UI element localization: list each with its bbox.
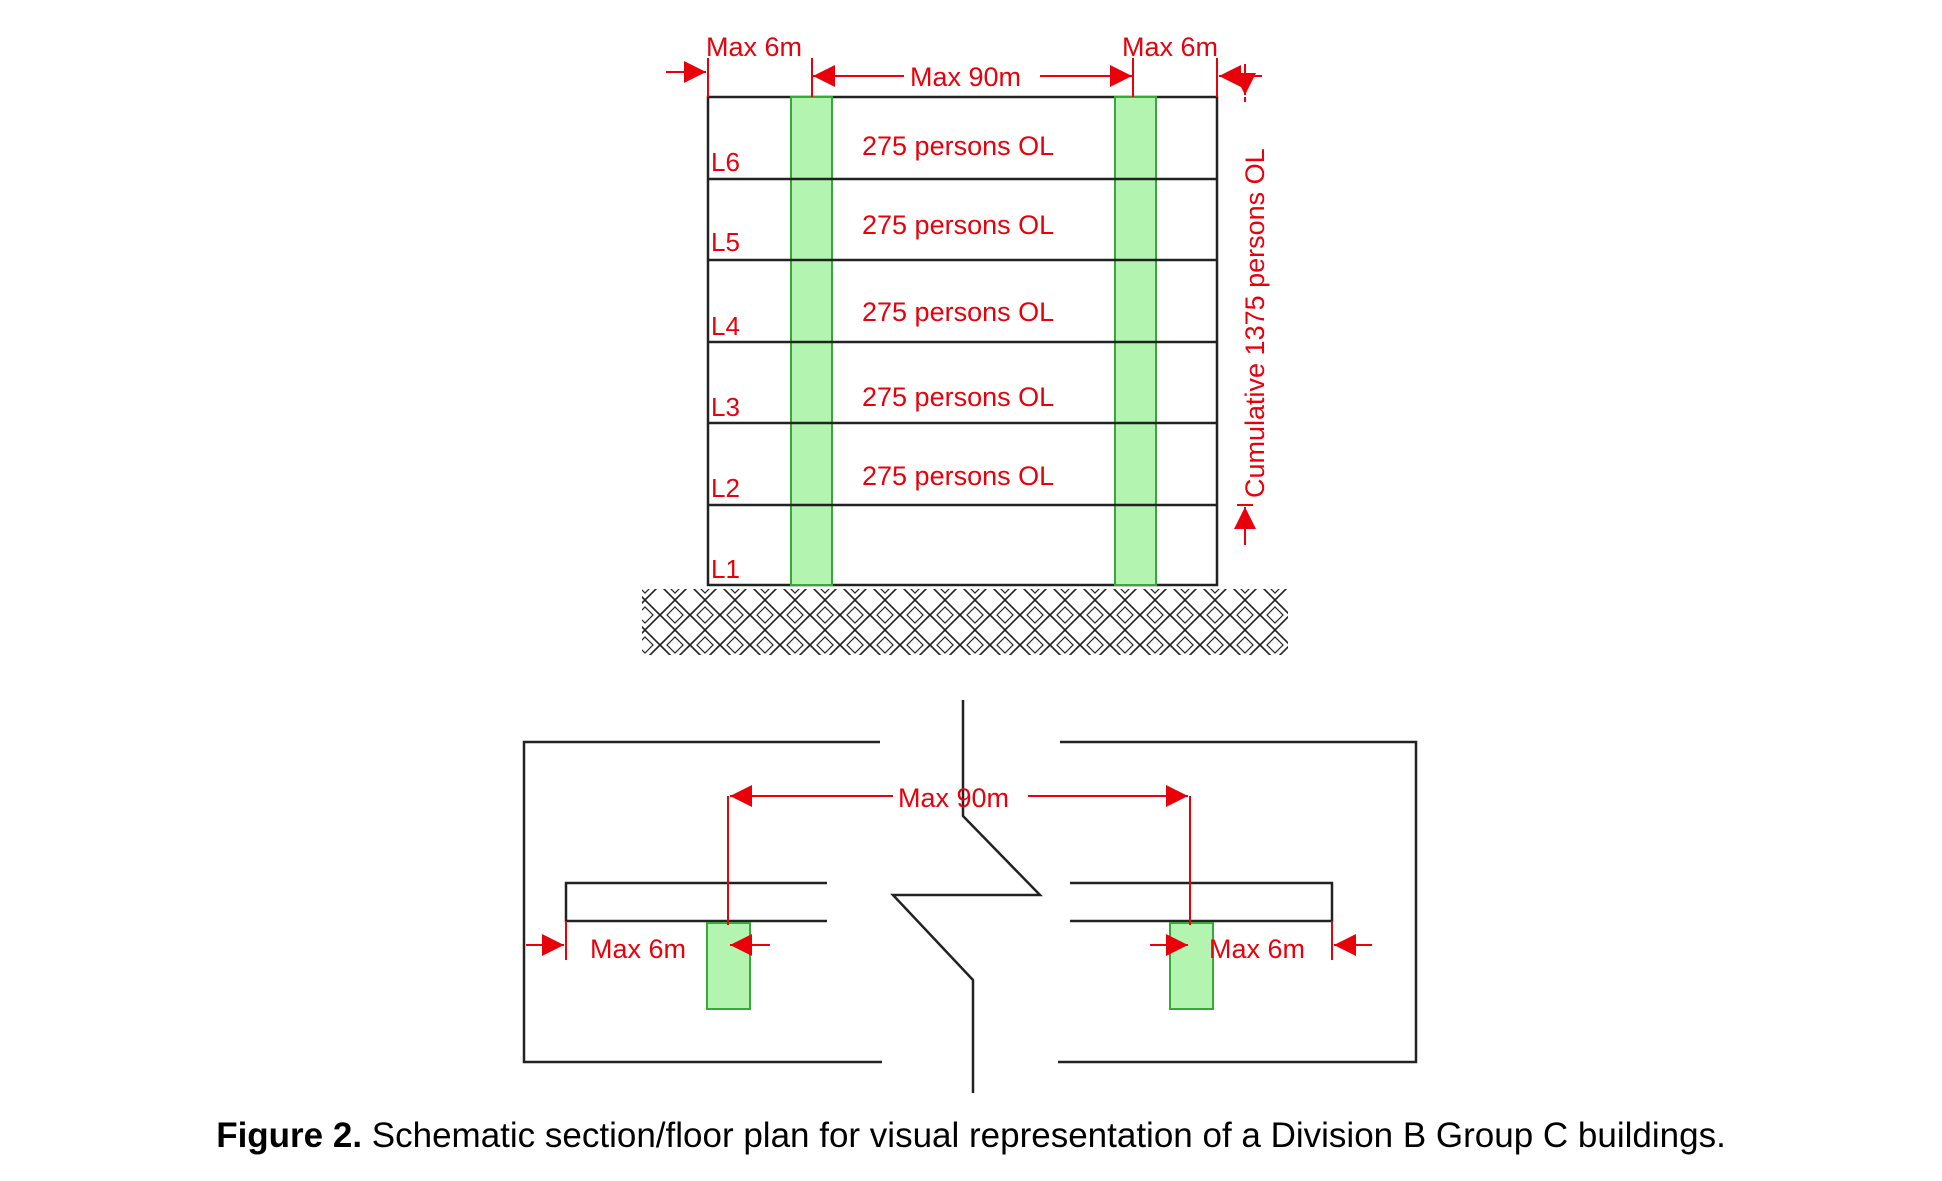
plan-dim-mid (727, 785, 1191, 925)
plan-wall-left (522, 740, 882, 1064)
plan-corridor-right (1070, 881, 1334, 923)
plan-dim-right-label: Max 6m (1209, 934, 1305, 964)
plan-break-line (890, 700, 1043, 1093)
floor-lines (708, 177, 1217, 507)
level-label-l1: L1 (711, 554, 740, 584)
floor-load-l4: 275 persons OL (862, 297, 1054, 327)
dim-top-mid (811, 58, 1134, 97)
schematic-diagram: L6 L5 L4 L3 L2 L1 275 persons OL 275 per… (522, 32, 1418, 1093)
plan-dim-left-label: Max 6m (590, 934, 686, 964)
dim-top-right (1216, 58, 1262, 97)
dim-top-mid-label: Max 90m (910, 62, 1021, 92)
plan-dim-mid-label: Max 90m (898, 783, 1009, 813)
level-label-l4: L4 (711, 311, 740, 341)
level-label-l5: L5 (711, 227, 740, 257)
plan-stair-right (1169, 922, 1214, 1010)
figure-caption-label: Figure 2. (216, 1116, 363, 1155)
level-label-l6: L6 (711, 147, 740, 177)
dim-side-cumulative (1234, 97, 1256, 545)
level-label-l3: L3 (711, 392, 740, 422)
floor-plan-view (522, 700, 1418, 1093)
section-view: L6 L5 L4 L3 L2 L1 275 persons OL 275 per… (638, 32, 1292, 659)
plan-wall-right (1058, 740, 1418, 1064)
floor-load-l6: 275 persons OL (862, 131, 1054, 161)
dim-top-left-label: Max 6m (706, 32, 802, 62)
floor-load-l2: 275 persons OL (862, 461, 1054, 491)
plan-corridor-left (564, 881, 827, 923)
plan-dim-left (526, 921, 770, 960)
floor-load-l3: 275 persons OL (862, 382, 1054, 412)
level-label-l2: L2 (711, 473, 740, 503)
figure-caption-text: Schematic section/floor plan for visual … (362, 1116, 1726, 1155)
plan-stair-left (706, 922, 751, 1010)
figure-caption: Figure 2. Schematic section/floor plan f… (0, 1116, 1942, 1156)
dim-top-left (666, 58, 709, 97)
dim-side-cumulative-label: Cumulative 1375 persons OL (1240, 148, 1270, 498)
floor-load-l5: 275 persons OL (862, 210, 1054, 240)
plan-dim-right (1150, 921, 1372, 960)
ground-hatch (640, 587, 1290, 657)
dim-top-right-label: Max 6m (1122, 32, 1218, 62)
